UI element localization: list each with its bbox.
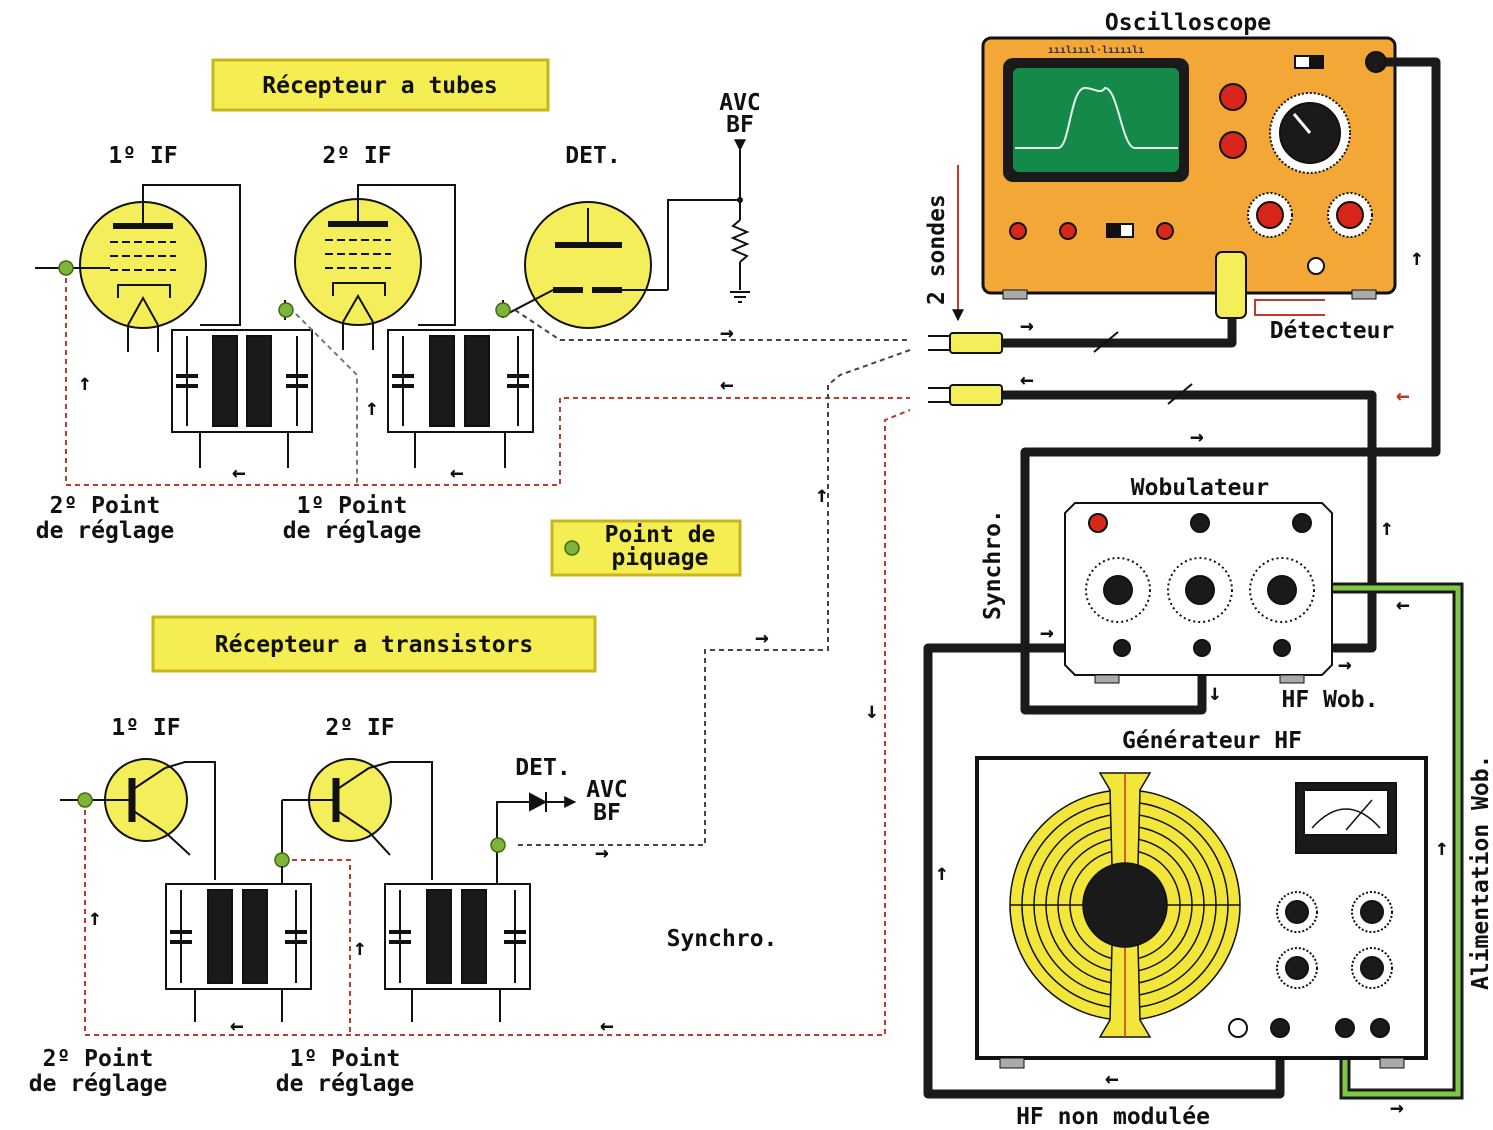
oscilloscope-trace (1015, 86, 1178, 149)
tr-arrow-left-2: ← (600, 1013, 614, 1039)
transistor-2-icon (281, 758, 433, 880)
tr-if1-test-point[interactable] (77, 792, 93, 808)
tube-if2-label: 2º IF (322, 143, 391, 169)
diode-icon (529, 792, 577, 812)
cable-arrow-4: ← (1396, 383, 1410, 409)
hf-unmodulated-label: HF non modulée (1016, 1104, 1210, 1130)
analog-meter-icon (1295, 782, 1397, 854)
tube-arrow-up-2: ↑ (365, 395, 379, 421)
tube-arrow-up-1: ↑ (78, 370, 92, 396)
return-arrow-down: ↓ (865, 698, 879, 724)
wobulator-label: Wobulateur (1131, 475, 1269, 501)
tr-if2-test-point[interactable] (274, 852, 290, 868)
cable-arrow-12: ↑ (935, 860, 949, 886)
tr-arrow-left-1: ← (230, 1013, 244, 1039)
cable-arrow-14: → (1390, 1095, 1404, 1121)
tr-bf-label: BF (593, 800, 621, 826)
piquage-label-line1: Point de (605, 522, 716, 548)
tube-2-icon (294, 198, 422, 350)
oscilloscope-label: Oscilloscope (1105, 10, 1271, 36)
tube-receiver-title: Récepteur a tubes (262, 73, 497, 99)
cable-arrow-7: ← (1396, 592, 1410, 618)
tr-det-test-point[interactable] (490, 837, 506, 853)
tr-point1-line1: 1º Point (290, 1046, 401, 1072)
oscilloscope-screen (1013, 68, 1179, 172)
cable-arrow-5: ↑ (1410, 245, 1424, 271)
tube-arrow-left-1: ← (232, 460, 246, 486)
transistor-receiver-title-box: Récepteur a transistors (151, 615, 597, 673)
tuning-dial-icon[interactable] (1009, 772, 1241, 1038)
tr-det-label: DET. (515, 755, 570, 781)
tube-1-icon (35, 201, 207, 352)
tr-if-transformer-2 (384, 801, 531, 1022)
tube-point1-line2: de réglage (283, 518, 421, 544)
synchro-label: Synchro. (667, 926, 778, 952)
cable-arrow-8: → (1040, 620, 1054, 646)
cable-arrow-9: → (1338, 652, 1352, 678)
tube-det-test-point[interactable] (495, 302, 511, 318)
cable-arrow-6: ↑ (1380, 515, 1394, 541)
tube-point1-line1: 1º Point (297, 493, 408, 519)
piquage-label-line2: piquage (612, 545, 709, 571)
cable-break-2-icon (1167, 383, 1193, 405)
tube-arrow-right-probe: → (720, 320, 734, 346)
detector-arrow-icon (1254, 299, 1325, 316)
tube-if1-label: 1º IF (108, 143, 177, 169)
piquage-dot-icon (564, 540, 580, 556)
synchro-arrow-up: ↑ (815, 482, 829, 508)
tube-if2-test-point[interactable] (278, 302, 294, 318)
tr-adjust-dashed-lines (84, 409, 911, 1036)
cable-arrow-10: ↓ (1208, 680, 1222, 706)
two-probes-label: 2 sondes (924, 194, 950, 305)
tr-if2-label: 2º IF (325, 715, 394, 741)
tr-point1-line2: de réglage (276, 1071, 414, 1097)
tr-arrow-up-1: ↑ (88, 905, 102, 931)
piquage-legend-box: Point de piquage (550, 519, 742, 577)
cable-break-1-icon (1093, 331, 1119, 353)
det-junction-dot (737, 197, 743, 203)
transistor-1-icon (60, 758, 216, 880)
tr-point2-line2: de réglage (29, 1071, 167, 1097)
wob-power-cable (1330, 585, 1461, 1097)
tube-if-transformer-2 (357, 184, 534, 468)
hf-wob-label: HF Wob. (1282, 687, 1379, 713)
generator-label: Générateur HF (1122, 728, 1302, 754)
tube-avc-label: AVC (719, 90, 761, 116)
generator-controls[interactable] (1228, 891, 1393, 1038)
tube-bf-label: BF (726, 112, 754, 138)
tube-receiver-title-box: Récepteur a tubes (211, 58, 550, 112)
tube-adjust-dashed-lines (65, 278, 911, 846)
tube-arrow-left-probe: ← (720, 372, 734, 398)
tube-det-label: DET. (565, 143, 620, 169)
tr-avc-label: AVC (586, 777, 628, 803)
probe-2-icon[interactable] (928, 384, 1003, 406)
cable-arrow-11: ↑ (1435, 835, 1449, 861)
tr-arrow-right: → (595, 840, 609, 866)
cable-arrow-13: ← (1105, 1066, 1119, 1092)
wob-power-label: Alimentation Wob. (1468, 755, 1493, 990)
tr-if1-label: 1º IF (111, 715, 180, 741)
transistor-receiver-title: Récepteur a transistors (215, 632, 534, 658)
cable-arrow-3: → (1190, 424, 1204, 450)
detector-probe-icon[interactable] (1215, 251, 1247, 319)
cable-arrow-2: ← (1020, 367, 1034, 393)
oscilloscope-brand: ııılıııl·lıııılı (1048, 45, 1144, 56)
cable-arrow-1: → (1020, 313, 1034, 339)
probe-1-icon[interactable] (928, 332, 1003, 354)
synchro-arrow-right: → (755, 625, 769, 651)
oscilloscope-controls[interactable] (1009, 51, 1387, 275)
oscilloscope: ııılıııl·lıııılı (981, 36, 1397, 300)
wobulator-controls[interactable] (1085, 513, 1315, 657)
tube-point2-line2: de réglage (36, 518, 174, 544)
det-tube-icon (504, 139, 750, 329)
tube-arrow-left-2: ← (450, 460, 464, 486)
tr-if-transformer-1 (165, 866, 312, 1022)
tr-arrow-up-2: ↑ (353, 935, 367, 961)
tube-if1-test-point[interactable] (58, 260, 74, 276)
synchro-vertical-label: Synchro. (980, 509, 1006, 620)
tr-point2-line1: 2º Point (43, 1046, 154, 1072)
tube-point2-line1: 2º Point (50, 493, 161, 519)
detector-label: Détecteur (1270, 318, 1395, 344)
